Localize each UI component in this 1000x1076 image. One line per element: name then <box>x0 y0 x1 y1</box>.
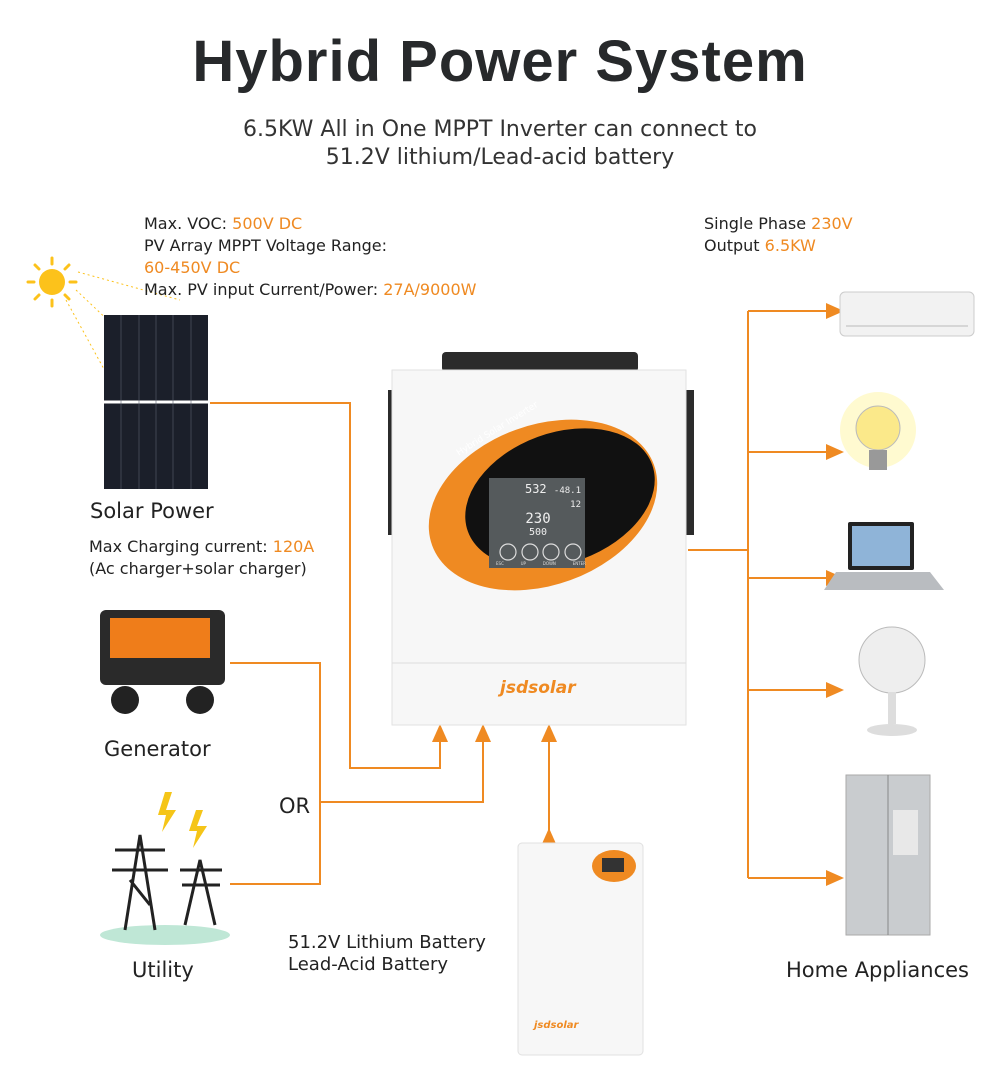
grid-line <box>320 724 491 803</box>
pv-specs: Max. VOC: 500V DC PV Array MPPT Voltage … <box>144 214 477 299</box>
generator-image <box>100 610 225 714</box>
down-button[interactable]: DOWN <box>542 561 556 566</box>
solar-panel-image <box>104 315 208 489</box>
inverter-image <box>388 352 694 726</box>
battery-brand: jsdsolar <box>534 1020 579 1031</box>
fan-image <box>858 626 926 736</box>
generator-label: Generator <box>104 737 211 761</box>
solar-label: Solar Power <box>90 499 214 523</box>
esc-button[interactable]: ESC <box>496 561 504 566</box>
generator-line <box>230 662 321 885</box>
refrigerator-image <box>845 774 931 936</box>
light-bulb-image <box>840 392 916 470</box>
subtitle: 6.5KW All in One MPPT Inverter can conne… <box>243 117 757 170</box>
inverter-display: 532 -48.1 12 230 500 <box>524 482 581 538</box>
inverter-brand: jsdsolar <box>500 678 576 698</box>
up-button[interactable]: UP <box>520 561 526 566</box>
page-title: Hybrid Power System <box>192 29 808 94</box>
utility-tower-image <box>100 792 230 945</box>
laptop-image <box>824 522 944 590</box>
air-conditioner-image <box>839 291 975 337</box>
battery-image <box>517 842 644 1056</box>
solar-line <box>210 402 448 769</box>
output-line <box>688 311 749 878</box>
or-label: OR <box>279 794 311 818</box>
output-specs: Single Phase 230V Output 6.5KW <box>704 214 853 255</box>
utility-label: Utility <box>132 958 194 982</box>
inverter-buttons: ESC UP DOWN ENTER <box>496 561 586 566</box>
enter-button[interactable]: ENTER <box>572 561 586 566</box>
appliances-label: Home Appliances <box>786 958 969 982</box>
charging-specs: Max Charging current: 120A (Ac charger+s… <box>89 537 315 578</box>
